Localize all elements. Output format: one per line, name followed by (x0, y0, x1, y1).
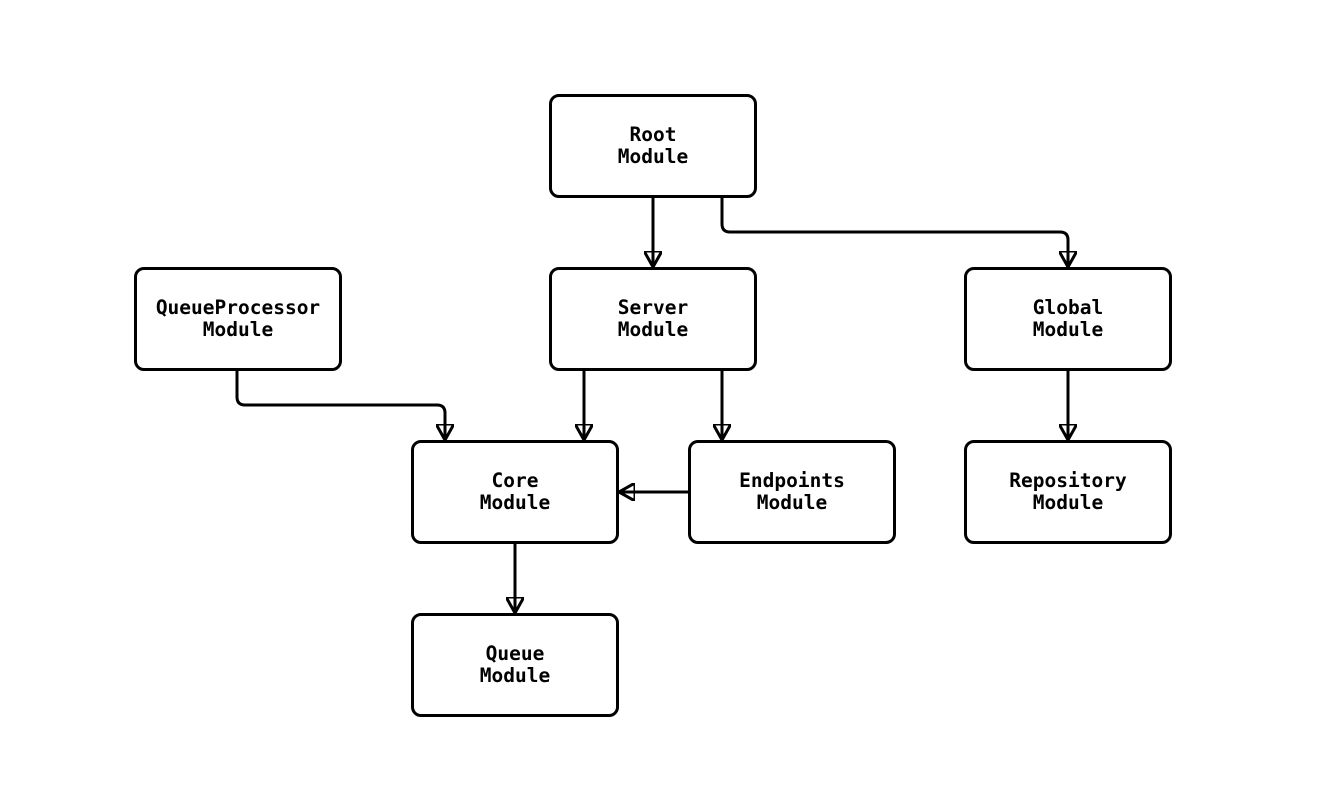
node-server-module: Server Module (549, 267, 757, 371)
node-queue-module-label: Queue Module (479, 642, 551, 687)
node-endpoints-module: Endpoints Module (688, 440, 896, 544)
node-repository-module: Repository Module (964, 440, 1172, 544)
node-queueprocessor-module: QueueProcessor Module (134, 267, 342, 371)
edge-root-to-global (720, 198, 1068, 267)
node-root-module: Root Module (549, 94, 757, 198)
node-core-module: Core Module (411, 440, 619, 544)
node-queue-module: Queue Module (411, 613, 619, 717)
node-global-module: Global Module (964, 267, 1172, 371)
node-queueprocessor-module-label: QueueProcessor Module (155, 296, 321, 341)
node-repository-module-label: Repository Module (1009, 469, 1127, 514)
node-server-module-label: Server Module (617, 296, 689, 341)
node-core-module-label: Core Module (479, 469, 551, 514)
node-global-module-label: Global Module (1032, 296, 1104, 341)
node-endpoints-module-label: Endpoints Module (739, 469, 845, 514)
edge-queueprocessor-to-core (235, 371, 445, 440)
node-root-module-label: Root Module (617, 123, 689, 168)
